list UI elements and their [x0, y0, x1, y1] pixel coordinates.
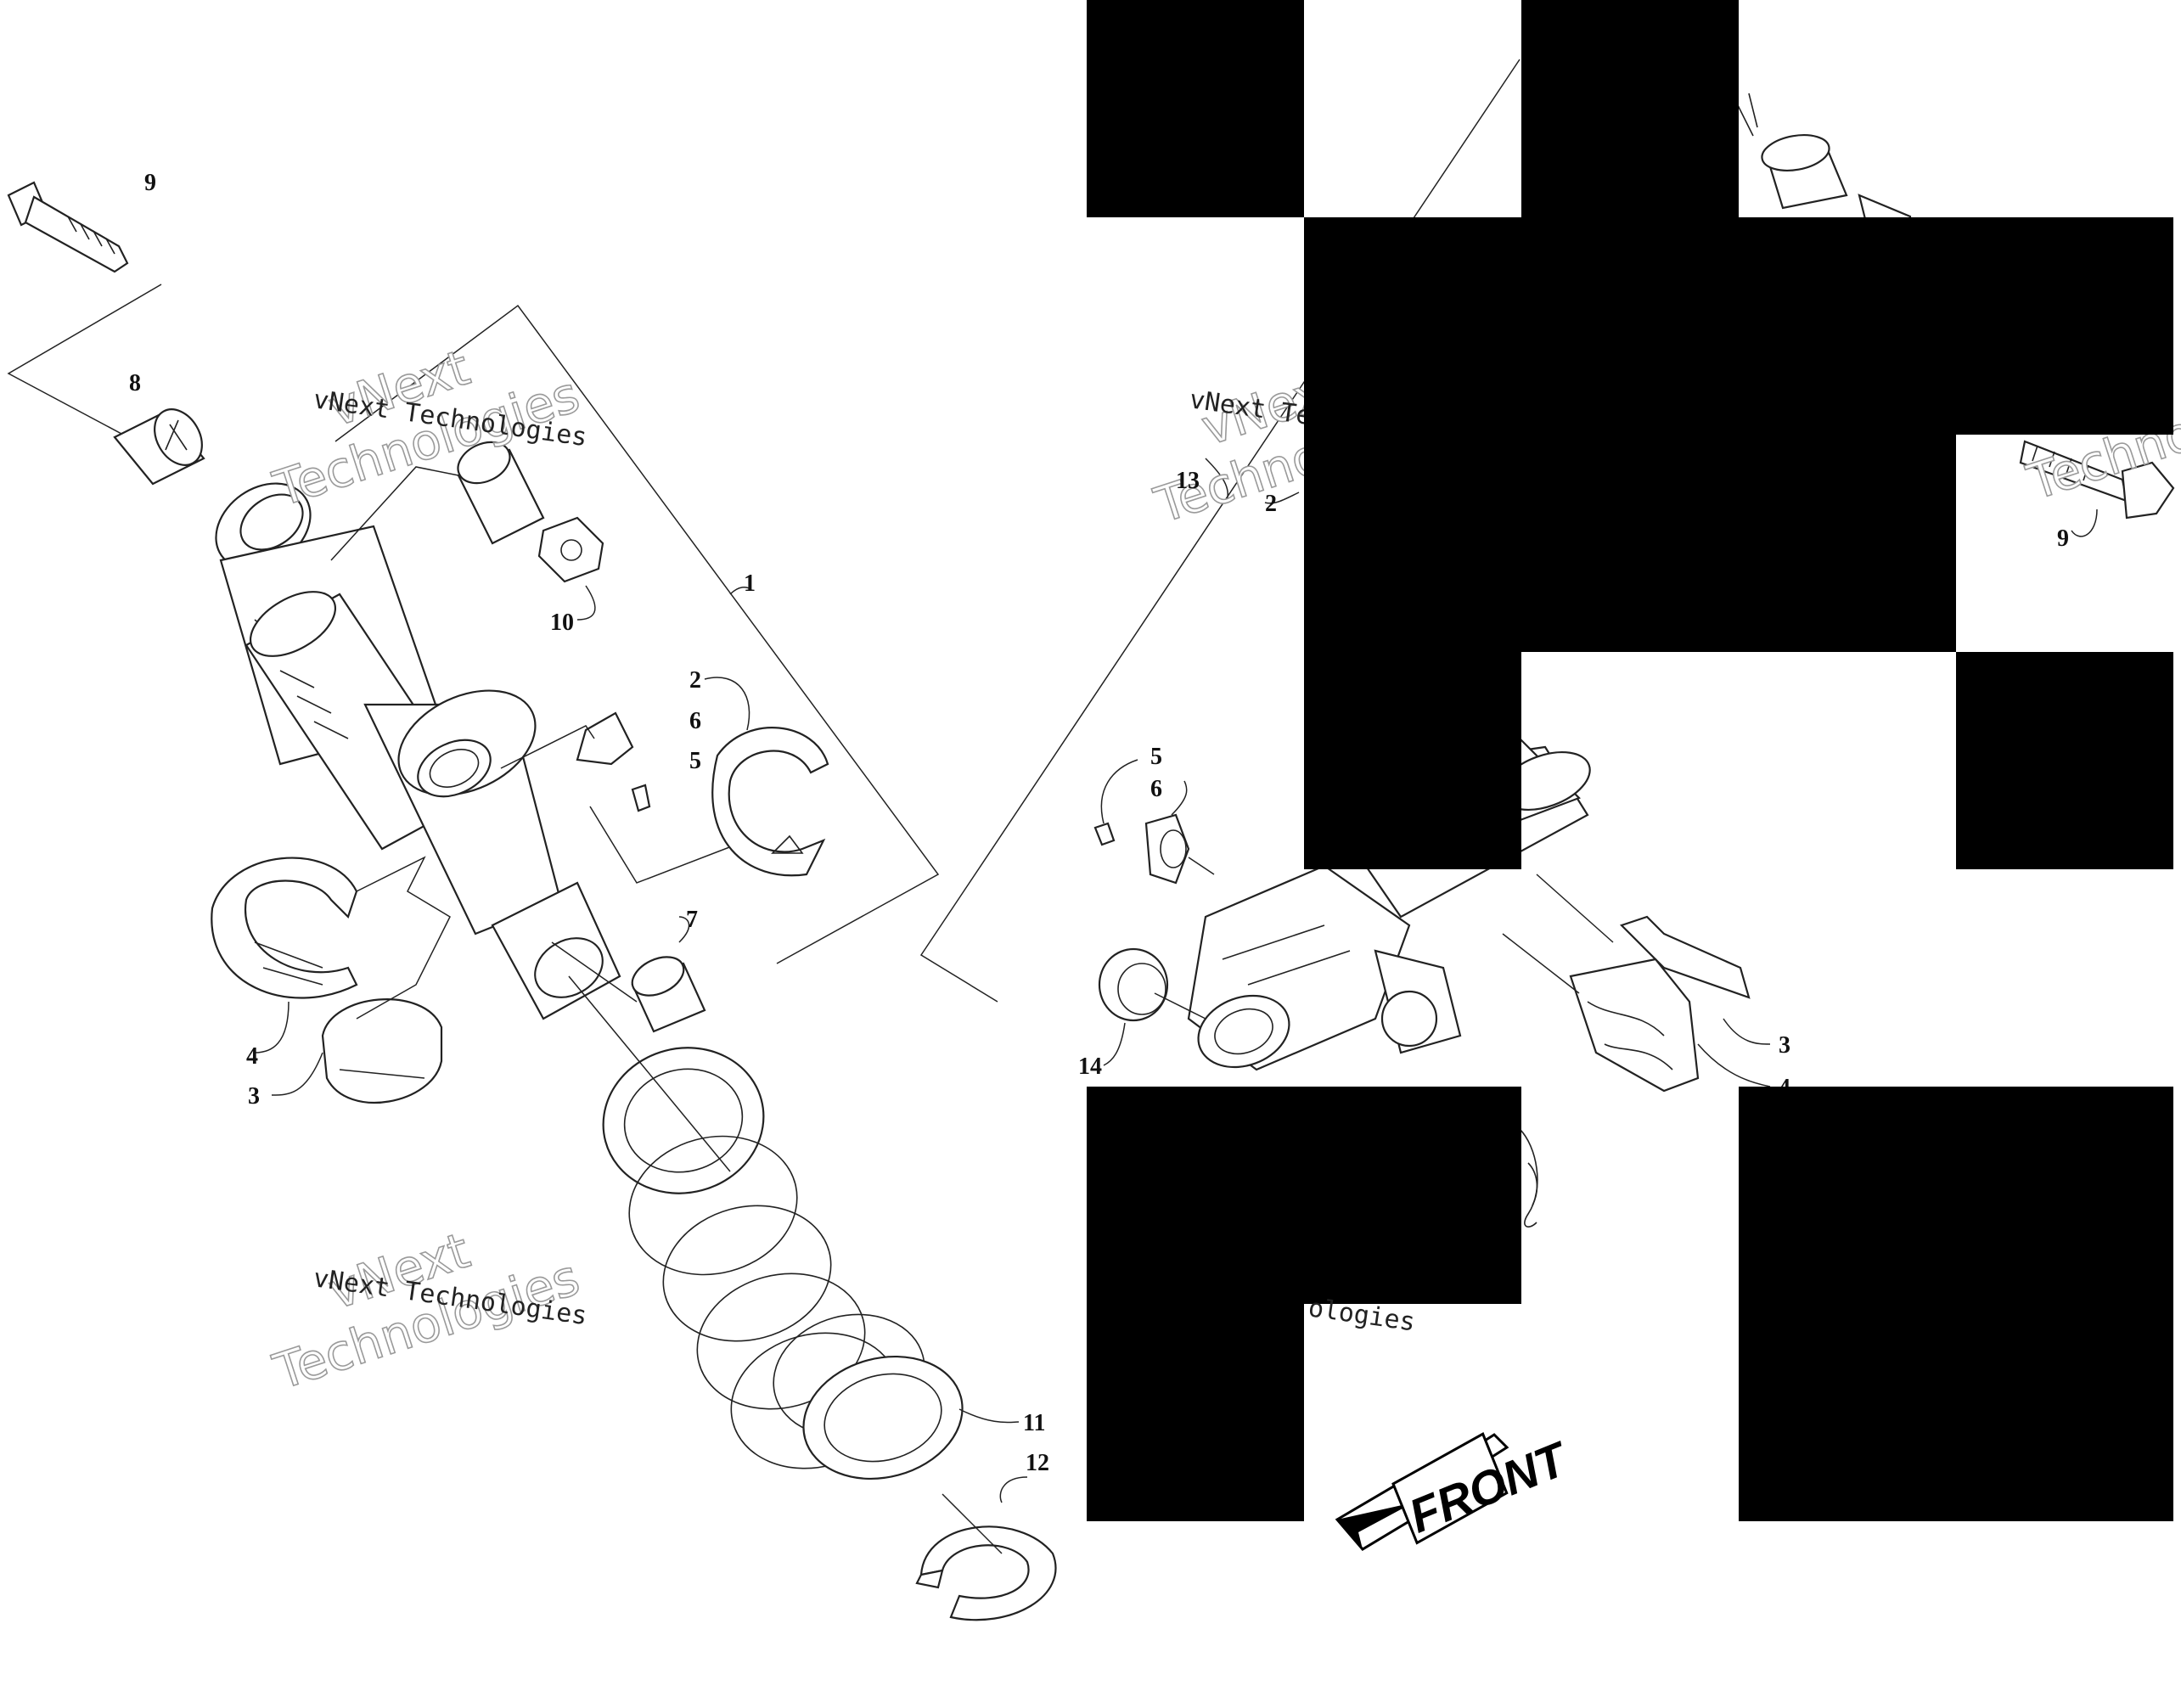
callout-number: 2: [1265, 491, 1277, 517]
callout-number: 4: [246, 1043, 258, 1070]
leader-line: [551, 941, 638, 1003]
redaction-block: [1087, 1087, 1521, 1304]
leader-line: [1171, 780, 1188, 816]
nut-part: [537, 516, 604, 583]
preload-ring-part: [211, 857, 358, 999]
bushing-part: [113, 408, 205, 486]
spring-seat-part: [1527, 1162, 1538, 1206]
callouts-left: 9 8 10 1 2 6 5 7 4 3 11 12: [129, 170, 1049, 1476]
leader-line: [958, 1408, 1020, 1424]
redaction-block: [1956, 652, 2173, 869]
leader-line: [1100, 759, 1138, 824]
callouts-right: 13 2 9 5 6 14 3 4: [1078, 468, 2069, 1101]
callout-number: 13: [1176, 468, 1200, 494]
callout-number: 9: [144, 170, 156, 196]
leader-line: [704, 677, 750, 731]
redaction-masks: [1087, 0, 2173, 1521]
shock-lower-eyelet: [491, 881, 621, 1020]
redaction-block: [1087, 1304, 1304, 1521]
bushing-part: [457, 441, 545, 545]
callout-number: 9: [2057, 525, 2069, 552]
callout-number: 5: [689, 748, 701, 774]
leader-line: [1264, 492, 1300, 504]
leader-line: [1723, 1018, 1771, 1045]
adjuster-collar-part: [711, 727, 829, 877]
leader-line: [942, 1493, 1003, 1554]
leader-line: [576, 585, 596, 621]
bolt-part: [2019, 440, 2175, 520]
leader-line: [1103, 1022, 1126, 1066]
leader-line: [1697, 1043, 1771, 1087]
leader-line: [1154, 992, 1206, 1020]
clip-part: [1093, 813, 1190, 885]
leader-line: [1205, 458, 1228, 502]
leader-line: [254, 1001, 289, 1053]
lock-ring-part: [1619, 915, 1751, 999]
leader-line: [271, 1052, 323, 1096]
leader-line: [568, 975, 731, 1172]
callout-number: 2: [689, 667, 701, 694]
leader-line: [678, 916, 690, 943]
spring-seat-part: [915, 1525, 1057, 1621]
leader-line: [7, 284, 162, 442]
redaction-block: [1304, 652, 1521, 869]
leader-line: [330, 466, 459, 561]
leader-line: [1502, 933, 1580, 994]
redaction-block: [1087, 0, 1304, 217]
callout-number: 3: [248, 1083, 260, 1110]
spring-seat-part: [1519, 1128, 1538, 1228]
lock-ring-part: [321, 998, 443, 1104]
leader-line: [1536, 874, 1614, 943]
bolt-part: [7, 181, 129, 273]
redaction-block: [1304, 435, 1956, 652]
callout-number: 3: [1779, 1032, 1790, 1059]
redaction-block: [1521, 0, 1739, 217]
callout-number: 10: [550, 610, 574, 636]
callout-number: 8: [129, 370, 141, 396]
kit-bracket-line: [334, 304, 940, 964]
leader-line: [500, 725, 595, 769]
leader-line: [729, 586, 752, 595]
callout-number: 12: [1026, 1450, 1049, 1476]
bushing-part: [631, 956, 706, 1033]
leader-line: [999, 1476, 1028, 1503]
callout-number: 1: [744, 570, 756, 597]
callout-number: 11: [1023, 1410, 1045, 1436]
leader-line: [1188, 857, 1215, 875]
clip-part: [576, 711, 651, 812]
redaction-block: [1739, 1087, 2173, 1521]
redaction-block: [1304, 217, 2173, 435]
front-label-group: FRONT: [1391, 1430, 1577, 1545]
callout-number: 7: [686, 907, 698, 933]
callout-number: 14: [1078, 1053, 1102, 1080]
cap-part: [1098, 947, 1169, 1022]
leader-line: [2071, 508, 2098, 537]
preload-ring-part: [1569, 958, 1700, 1093]
callout-number: 6: [689, 708, 701, 734]
callout-number: 5: [1150, 744, 1162, 770]
coil-spring-part: [602, 1047, 964, 1480]
shock-body: [363, 689, 562, 935]
callout-number: 6: [1150, 776, 1162, 802]
leader-line: [589, 806, 748, 884]
leader-line: [356, 856, 451, 1020]
